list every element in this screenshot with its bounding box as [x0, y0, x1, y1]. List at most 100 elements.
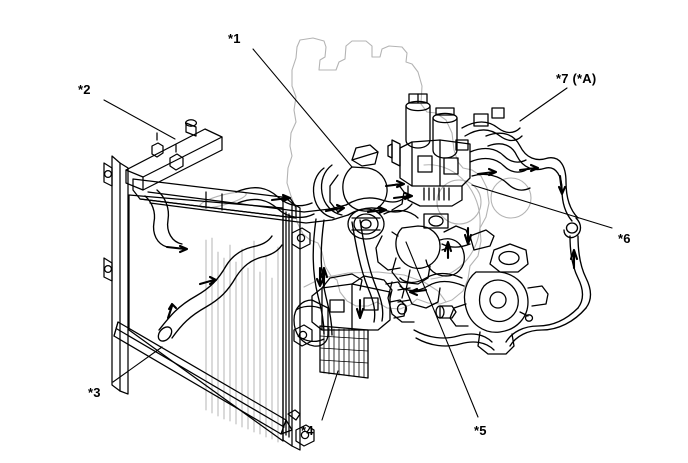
- turbo-center-housing: [395, 225, 441, 270]
- callout-label-3: *3: [88, 385, 101, 400]
- radiator-tank-fitting-a: [151, 142, 164, 158]
- connector-block-c: [455, 139, 469, 151]
- coolant-hose-group: [144, 187, 413, 342]
- radiator-bracket-upper-left: [103, 162, 113, 187]
- turbo-bolt-a: [391, 231, 399, 237]
- fuel-and-turbo-upper-assembly: [384, 93, 540, 207]
- leader-line-6: [471, 184, 613, 229]
- accessory-harness: [399, 272, 463, 284]
- thermostat-flange: [351, 151, 379, 161]
- accessory-lower-boss: [477, 331, 515, 355]
- lower-harness: [413, 329, 493, 343]
- lower-hose-arrow: [198, 275, 218, 286]
- turbo-lower-hose: [505, 307, 579, 343]
- oil-cooler-union-b: [363, 297, 379, 311]
- radiator-cap: [184, 119, 198, 127]
- lower-hose-end-collar: [157, 326, 173, 342]
- radiator-upper-tank: [125, 128, 223, 191]
- accessory-drive-assembly: [399, 226, 549, 355]
- turbo-pipe-down-arrow: [569, 248, 579, 270]
- accessory-bolt-head: [524, 314, 534, 322]
- accessory-bracket-lower: [387, 281, 415, 323]
- upper-arrow-b: [392, 191, 414, 201]
- leader-line-7: [519, 87, 568, 122]
- hard-line-d: [469, 157, 527, 173]
- oil-cooler-arrow-a: [319, 266, 329, 288]
- bracket-rib-b: [397, 299, 411, 303]
- water-pump-assembly: [312, 144, 405, 240]
- turbocharger-assembly: [391, 213, 471, 309]
- pipe-end-eye: [565, 222, 579, 234]
- leader-line-2: [103, 99, 176, 140]
- radiator-clip-hole-bottom: [300, 430, 310, 440]
- pump-bracket-left2: [320, 164, 343, 216]
- accessory-body: [463, 271, 529, 333]
- callout-label-2: *2: [78, 82, 91, 97]
- cylinder-ghost-2: [490, 177, 532, 219]
- upper-arrow-d: [518, 163, 540, 173]
- upper-arrow-a: [384, 179, 406, 189]
- radiator-left-side-rail: [111, 155, 121, 392]
- oil-filter-bowl-base: [297, 335, 325, 343]
- turbo-pipe-down: [569, 235, 584, 309]
- turbo-pipe-down2: [577, 235, 592, 309]
- injection-pump-lower: [407, 185, 463, 207]
- lower-radiator-hose-top: [158, 235, 273, 331]
- callout-label-5: *5: [474, 423, 487, 438]
- radiator-assembly: [103, 119, 349, 451]
- flex-ribs: [423, 187, 450, 201]
- upper-hose-arrow: [165, 244, 189, 254]
- radiator-bracket-hole-ll: [103, 264, 113, 274]
- radiator-clip-hole-upper: [296, 233, 306, 243]
- accessory-sensor-body: [469, 229, 495, 251]
- oil-cooler-pipe-arrow: [315, 266, 325, 288]
- engine-block-outline: [296, 37, 490, 310]
- canister-left-cap: [408, 93, 428, 104]
- oil-cooler-arrow-b: [355, 298, 365, 320]
- oil-filter-bowl-rim: [295, 305, 321, 311]
- canister-right-top: [432, 112, 458, 124]
- pump-bracket-left: [312, 167, 335, 219]
- long-pipe-right-a: [547, 157, 579, 219]
- radiator-right-rail-detail: [285, 211, 290, 438]
- radiator-left-rail-inner: [119, 162, 129, 395]
- leader-line-4: [321, 370, 339, 421]
- lower-hose-arrow-2: [166, 302, 178, 320]
- water-pump-pulley-mid: [353, 213, 379, 235]
- oil-cooler-pipe-out2: [359, 219, 384, 322]
- thermostat-outlet-hose: [345, 193, 409, 206]
- turbo-lower-hose2: [509, 307, 587, 347]
- injection-pump-block: [399, 139, 471, 187]
- oil-filter-bowl: [293, 299, 329, 347]
- oil-cooler-pipe-in2: [320, 219, 333, 336]
- upper-support-arm-lower: [149, 202, 349, 224]
- water-pump-pulley-hub: [360, 219, 372, 229]
- upper-radiator-hose-a: [144, 195, 168, 248]
- bypass-hose-a-outer: [485, 132, 549, 161]
- water-pump-housing: [342, 166, 388, 212]
- callout-label-6: *6: [618, 231, 631, 246]
- radiator-bracket-hole-ul: [103, 169, 113, 179]
- canister-right-body: [432, 117, 458, 159]
- canister-right-cap: [435, 107, 455, 116]
- radiator-core-fins: [205, 237, 279, 443]
- oil-cooler-union-a: [329, 299, 345, 313]
- oil-cooler-housing: [311, 283, 391, 331]
- oil-cooler-pipe-in: [312, 218, 325, 335]
- belt-line-a: [383, 209, 419, 219]
- radiator-right-side-rail: [282, 195, 293, 447]
- callout-leader-lines: [103, 48, 613, 421]
- radiator-clip-lower: [293, 324, 313, 347]
- pipe-end-loop: [563, 217, 582, 239]
- upper-mount-plate: [391, 139, 401, 167]
- callout-label-7: *7 (*A): [556, 71, 597, 86]
- accessory-top-port: [498, 250, 520, 266]
- upper-mount-plate-tab: [387, 143, 393, 159]
- small-pipe-stub-end: [435, 305, 445, 319]
- turbo-coolant-pipe-group: [485, 132, 592, 347]
- radiator-drain-cock: [287, 409, 301, 421]
- long-pipe-arrow: [557, 174, 567, 196]
- cylinder-ghost-1: [436, 179, 482, 225]
